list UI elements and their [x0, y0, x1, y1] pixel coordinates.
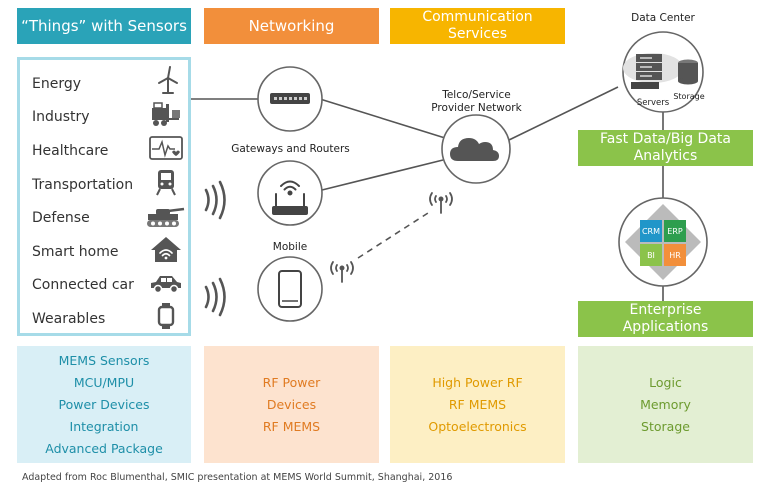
communication-tech-item: Optoelectronics [428, 418, 527, 434]
cell-tower-icon-telco [429, 192, 453, 214]
forklift-icon [152, 102, 180, 126]
datacenter-label: Data Center [631, 12, 695, 24]
things-list: Energy Industry Healthcare Transportatio… [17, 57, 191, 336]
hr-label: HR [669, 250, 681, 260]
enterprise-tech-item: Logic [649, 374, 682, 390]
enterprise-header-label: Enterprise Applications [622, 302, 709, 335]
networking-tech-item: RF MEMS [262, 418, 321, 434]
thing-transportation: Transportation [32, 177, 134, 193]
sensors-tech-box: MEMS Sensors MCU/MPU Power Devices Integ… [17, 346, 191, 463]
communication-header-label: Communication Services [422, 9, 533, 42]
communication-tech-item: RF MEMS [448, 396, 507, 412]
fast-data-header-label: Fast Data/Big Data Analytics [600, 131, 731, 164]
source-caption: Adapted from Roc Blumenthal, SMIC presen… [22, 472, 453, 483]
sensors-tech-item: Integration [69, 418, 139, 434]
car-icon [151, 276, 181, 294]
enterprise-tech-item: Storage [641, 418, 690, 434]
networking-header: Networking [204, 8, 379, 44]
signal-waves-icon-upper [204, 180, 226, 220]
thing-connected-car: Connected car [32, 277, 134, 293]
communication-header: Communication Services [390, 8, 565, 44]
bi-label: BI [647, 250, 655, 260]
sensors-tech-item: Power Devices [58, 396, 150, 412]
communication-tech-box: High Power RF RF MEMS Optoelectronics [390, 346, 565, 463]
crm-tile: CRM [640, 220, 662, 242]
thing-industry: Industry [32, 109, 90, 125]
networking-header-label: Networking [248, 16, 335, 35]
sensors-tech-item: MEMS Sensors [58, 352, 150, 368]
server-cloud-icon [623, 53, 683, 89]
enterprise-tech-item: Memory [640, 396, 691, 412]
servers-label: Servers [636, 98, 670, 108]
networking-tech-item: Devices [266, 396, 317, 412]
fast-data-header: Fast Data/Big Data Analytics [578, 130, 753, 166]
wind-turbine-icon [158, 66, 178, 94]
storage-label: Storage [673, 92, 705, 101]
networking-tech-item: RF Power [262, 374, 321, 390]
wifi-router-icon [272, 180, 308, 215]
gateways-label: Gateways and Routers [231, 143, 350, 155]
router-to-telco-line [319, 98, 446, 139]
thing-energy: Energy [32, 76, 82, 92]
cell-tower-icon-mobile [330, 261, 354, 283]
smartphone-icon [278, 270, 302, 308]
sensors-tech-item: MCU/MPU [73, 374, 135, 390]
crm-label: CRM [641, 226, 661, 236]
tank-icon [147, 207, 185, 227]
networking-tech-box: RF Power Devices RF MEMS [204, 346, 379, 463]
telco-to-datacenter-line [508, 86, 619, 141]
sensors-tech-item: Advanced Package [45, 440, 163, 456]
thing-healthcare: Healthcare [32, 143, 109, 159]
communication-tech-item: High Power RF [432, 374, 523, 390]
gateway-to-telco-line [321, 159, 444, 191]
router-icon [270, 93, 310, 104]
smartwatch-icon [157, 303, 175, 329]
things-header-label: “Things” with Sensors [21, 16, 187, 35]
cloud-icon [450, 138, 499, 161]
thing-defense: Defense [32, 210, 90, 226]
hr-tile: HR [664, 244, 686, 266]
train-icon [156, 170, 176, 196]
mobile-node [257, 256, 323, 322]
enterprise-header: Enterprise Applications [578, 301, 753, 337]
mobile-to-tower-dashed-line [357, 212, 429, 259]
erp-label: ERP [667, 226, 683, 236]
storage-icon [678, 59, 698, 85]
erp-tile: ERP [664, 220, 686, 242]
mobile-label: Mobile [272, 241, 308, 253]
bi-tile: BI [640, 244, 662, 266]
thing-wearables: Wearables [32, 311, 106, 327]
signal-waves-icon-lower [204, 277, 226, 317]
smart-home-icon [151, 237, 181, 262]
heart-monitor-icon [149, 136, 183, 160]
enterprise-tech-box: Logic Memory Storage [578, 346, 753, 463]
telco-label: Telco/Service Provider Network [431, 89, 522, 114]
things-header: “Things” with Sensors [17, 8, 191, 44]
thing-smart-home: Smart home [32, 244, 119, 260]
